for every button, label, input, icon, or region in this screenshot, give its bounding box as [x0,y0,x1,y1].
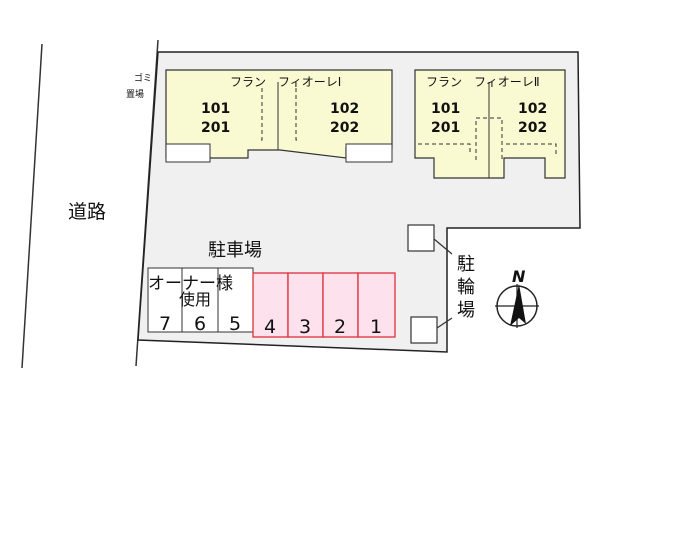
parking-space-1 [357,272,396,338]
bicycle-parking-label-3: 場 [457,300,475,321]
building-2-name: フラン フィオーレⅡ [426,75,540,89]
building-1: フラン フィオーレⅠ 101 201 102 202 [165,69,393,163]
tenant-parking-spaces [252,272,396,338]
unit-201: 201 [431,120,460,136]
road-label: 道路 [68,201,106,223]
road-edge-line [21,43,43,369]
bicycle-parking-label-1: 駐 [457,254,475,275]
bicycle-rack [410,316,438,344]
parking-number: 1 [370,316,382,338]
unit-102: 102 [330,101,359,117]
parking-number: 2 [334,316,346,338]
garbage-label-line2: 置場 [126,88,144,100]
building-2: フラン フィオーレⅡ 101 201 102 202 [414,69,566,179]
parking-number: 4 [264,316,276,338]
owner-use-label-line1: オーナー様 [148,274,233,294]
bicycle-parking: 駐 輪 場 [407,224,475,344]
unit-102: 102 [518,101,547,117]
parking-space-3 [287,272,324,338]
north-label: N [512,267,526,286]
bicycle-parking-label-2: 輪 [457,277,475,298]
unit-101: 101 [201,101,230,117]
balcony [165,143,211,163]
balcony [345,143,393,163]
garbage-label-line1: ゴミ [134,72,152,84]
bicycle-rack [407,224,435,252]
unit-202: 202 [330,120,359,136]
owner-parking-spaces: オーナー様 使用 [147,267,254,333]
parking-space-6 [181,267,219,333]
owner-use-label-line2: 使用 [179,290,211,309]
unit-202: 202 [518,120,547,136]
parking-number: 5 [229,313,241,335]
parking-space-2 [322,272,359,338]
north-arrow-icon: N [495,267,539,328]
parking-number: 3 [299,316,311,338]
unit-101: 101 [431,101,460,117]
unit-201: 201 [201,120,230,136]
garbage-area-label: ゴミ 置場 [126,72,152,100]
parking-number: 6 [194,313,206,335]
parking-space-4 [252,272,289,338]
parking-label: 駐車場 [208,240,262,261]
building-1-name: フラン フィオーレⅠ [230,75,341,89]
parking-number: 7 [159,313,171,335]
